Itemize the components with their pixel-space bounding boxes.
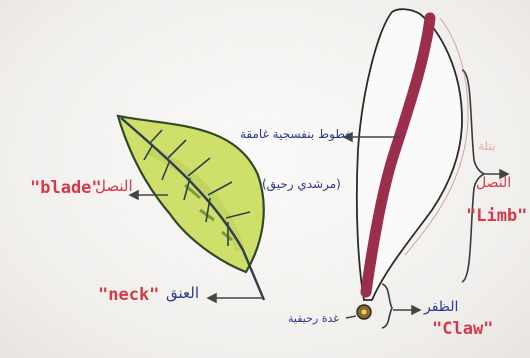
blade-label-en: "blade" xyxy=(30,180,102,197)
claw-label-ar: الظفر xyxy=(424,300,458,314)
claw-arrow xyxy=(393,306,420,314)
neck-label-en: "neck" xyxy=(98,287,159,304)
limb-label-ar: النصل xyxy=(476,176,511,190)
claw-brace xyxy=(382,284,392,328)
gland-label-ar: غدة رحيقية xyxy=(288,313,339,324)
petal-illustration xyxy=(357,9,468,319)
limb-pink-note: بتلة xyxy=(478,140,495,152)
claw-label-en: "Claw" xyxy=(432,321,493,338)
veins-note-ar: (مرشدي رحيق) xyxy=(262,178,341,190)
limb-label-en: "Limb" xyxy=(466,208,527,225)
neck-arrow xyxy=(208,294,262,302)
leaf-illustration xyxy=(118,116,264,300)
gland-pointer xyxy=(346,316,356,318)
neck-label-ar: العنق xyxy=(166,286,199,301)
blade-label-ar: النصل xyxy=(95,179,133,194)
veins-label-ar: خطوط بنفسجية غامقة xyxy=(240,128,353,140)
